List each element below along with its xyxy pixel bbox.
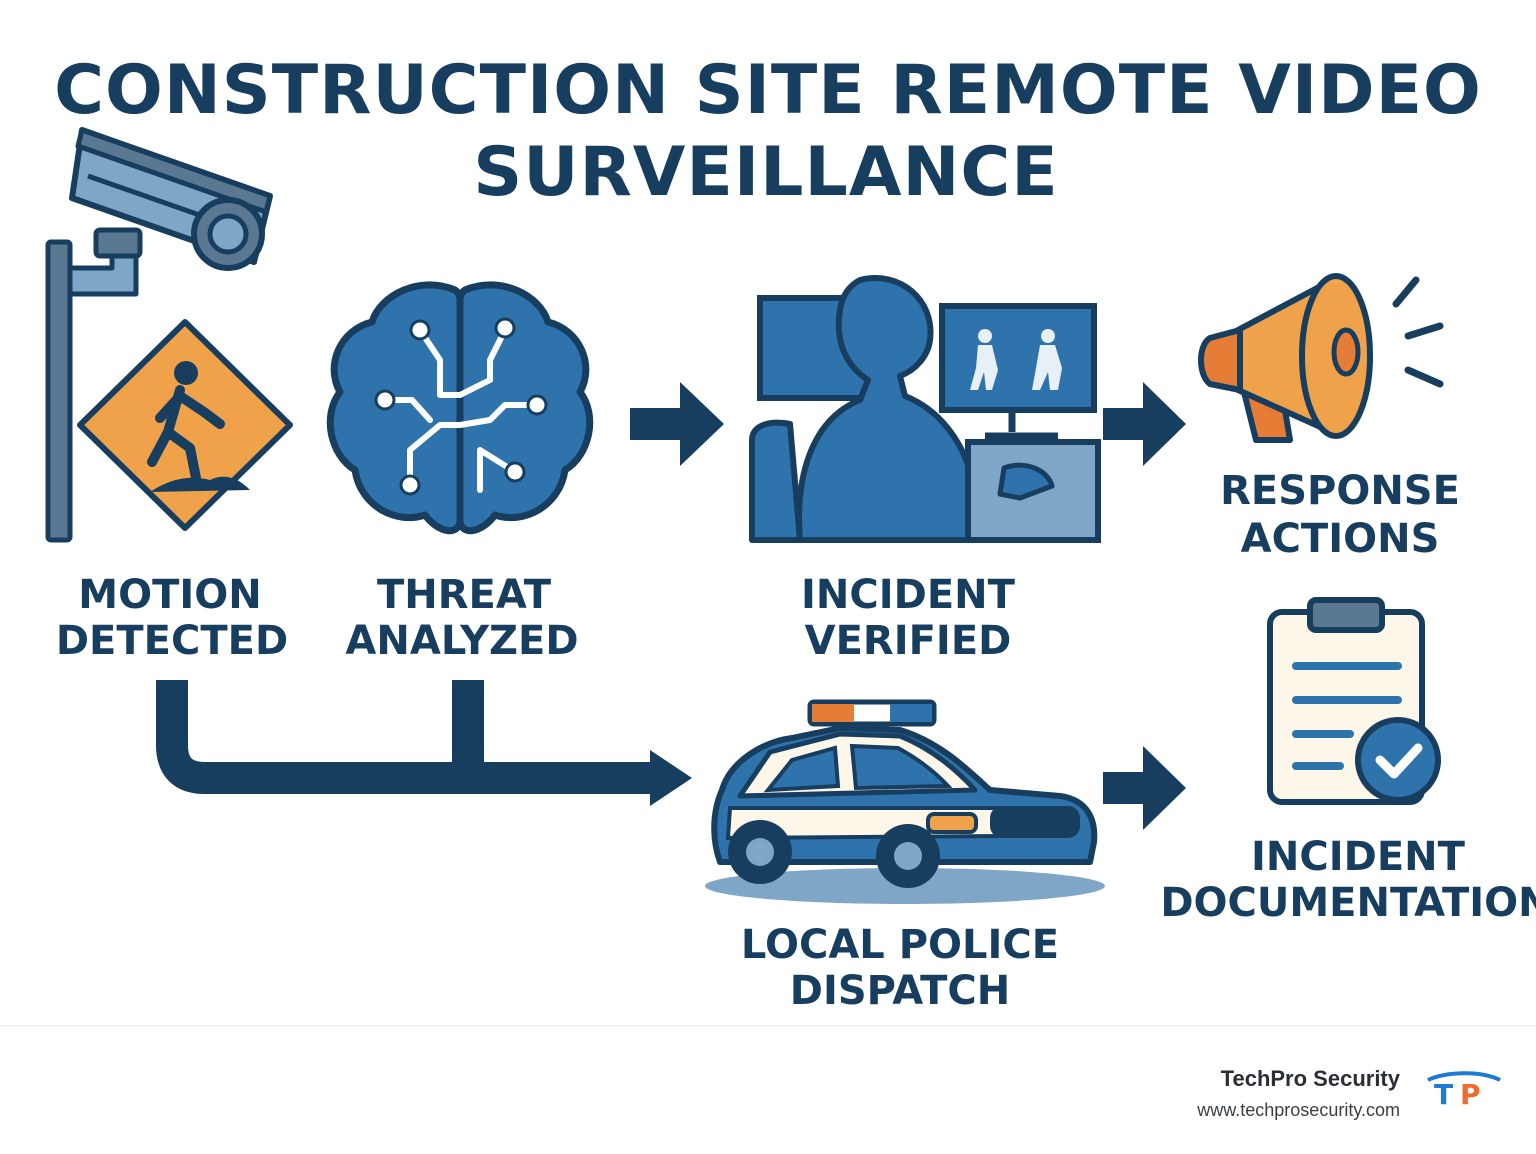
label-incident-line-2: VERIFIED bbox=[805, 618, 1012, 664]
logo-letter-p: P bbox=[1460, 1078, 1481, 1111]
label-threat-line-2: ANALYZED bbox=[345, 618, 578, 664]
police-car-icon bbox=[705, 699, 1105, 904]
label-motion-line-1: MOTION bbox=[78, 572, 261, 618]
label-police-line-1: LOCAL POLICE bbox=[741, 922, 1059, 968]
title-line-1: CONSTRUCTION SITE REMOTE VIDEO bbox=[54, 51, 1482, 130]
techpro-logo: T P bbox=[1427, 1071, 1501, 1111]
megaphone-icon bbox=[1198, 273, 1444, 443]
camera-and-pedestrian-sign-icon bbox=[45, 127, 293, 543]
logo-letter-t: T bbox=[1434, 1078, 1453, 1111]
label-response-line-1: RESPONSE bbox=[1220, 468, 1460, 514]
operator-at-monitors-icon bbox=[749, 275, 1101, 543]
label-response-line-2: ACTIONS bbox=[1241, 516, 1440, 562]
label-incident-line-1: INCIDENT bbox=[801, 572, 1016, 618]
label-police-line-2: DISPATCH bbox=[790, 968, 1011, 1014]
footer-company: TechPro Security bbox=[1221, 1066, 1401, 1091]
arrow-incident-to-response bbox=[1103, 382, 1186, 466]
label-documentation-line-2: DOCUMENTATION bbox=[1160, 880, 1536, 926]
connector-to-police-dispatch bbox=[156, 680, 692, 806]
label-motion-line-2: DETECTED bbox=[56, 618, 288, 664]
brain-circuit-icon bbox=[326, 281, 594, 535]
label-threat-line-1: THREAT bbox=[377, 572, 552, 618]
label-documentation-line-1: INCIDENT bbox=[1251, 834, 1466, 880]
arrow-threat-to-incident bbox=[630, 382, 724, 466]
title-line-2: SURVEILLANCE bbox=[473, 133, 1058, 212]
footer-url[interactable]: www.techprosecurity.com bbox=[1196, 1100, 1400, 1120]
arrow-police-to-documentation bbox=[1103, 746, 1186, 830]
clipboard-check-icon bbox=[1267, 597, 1441, 805]
